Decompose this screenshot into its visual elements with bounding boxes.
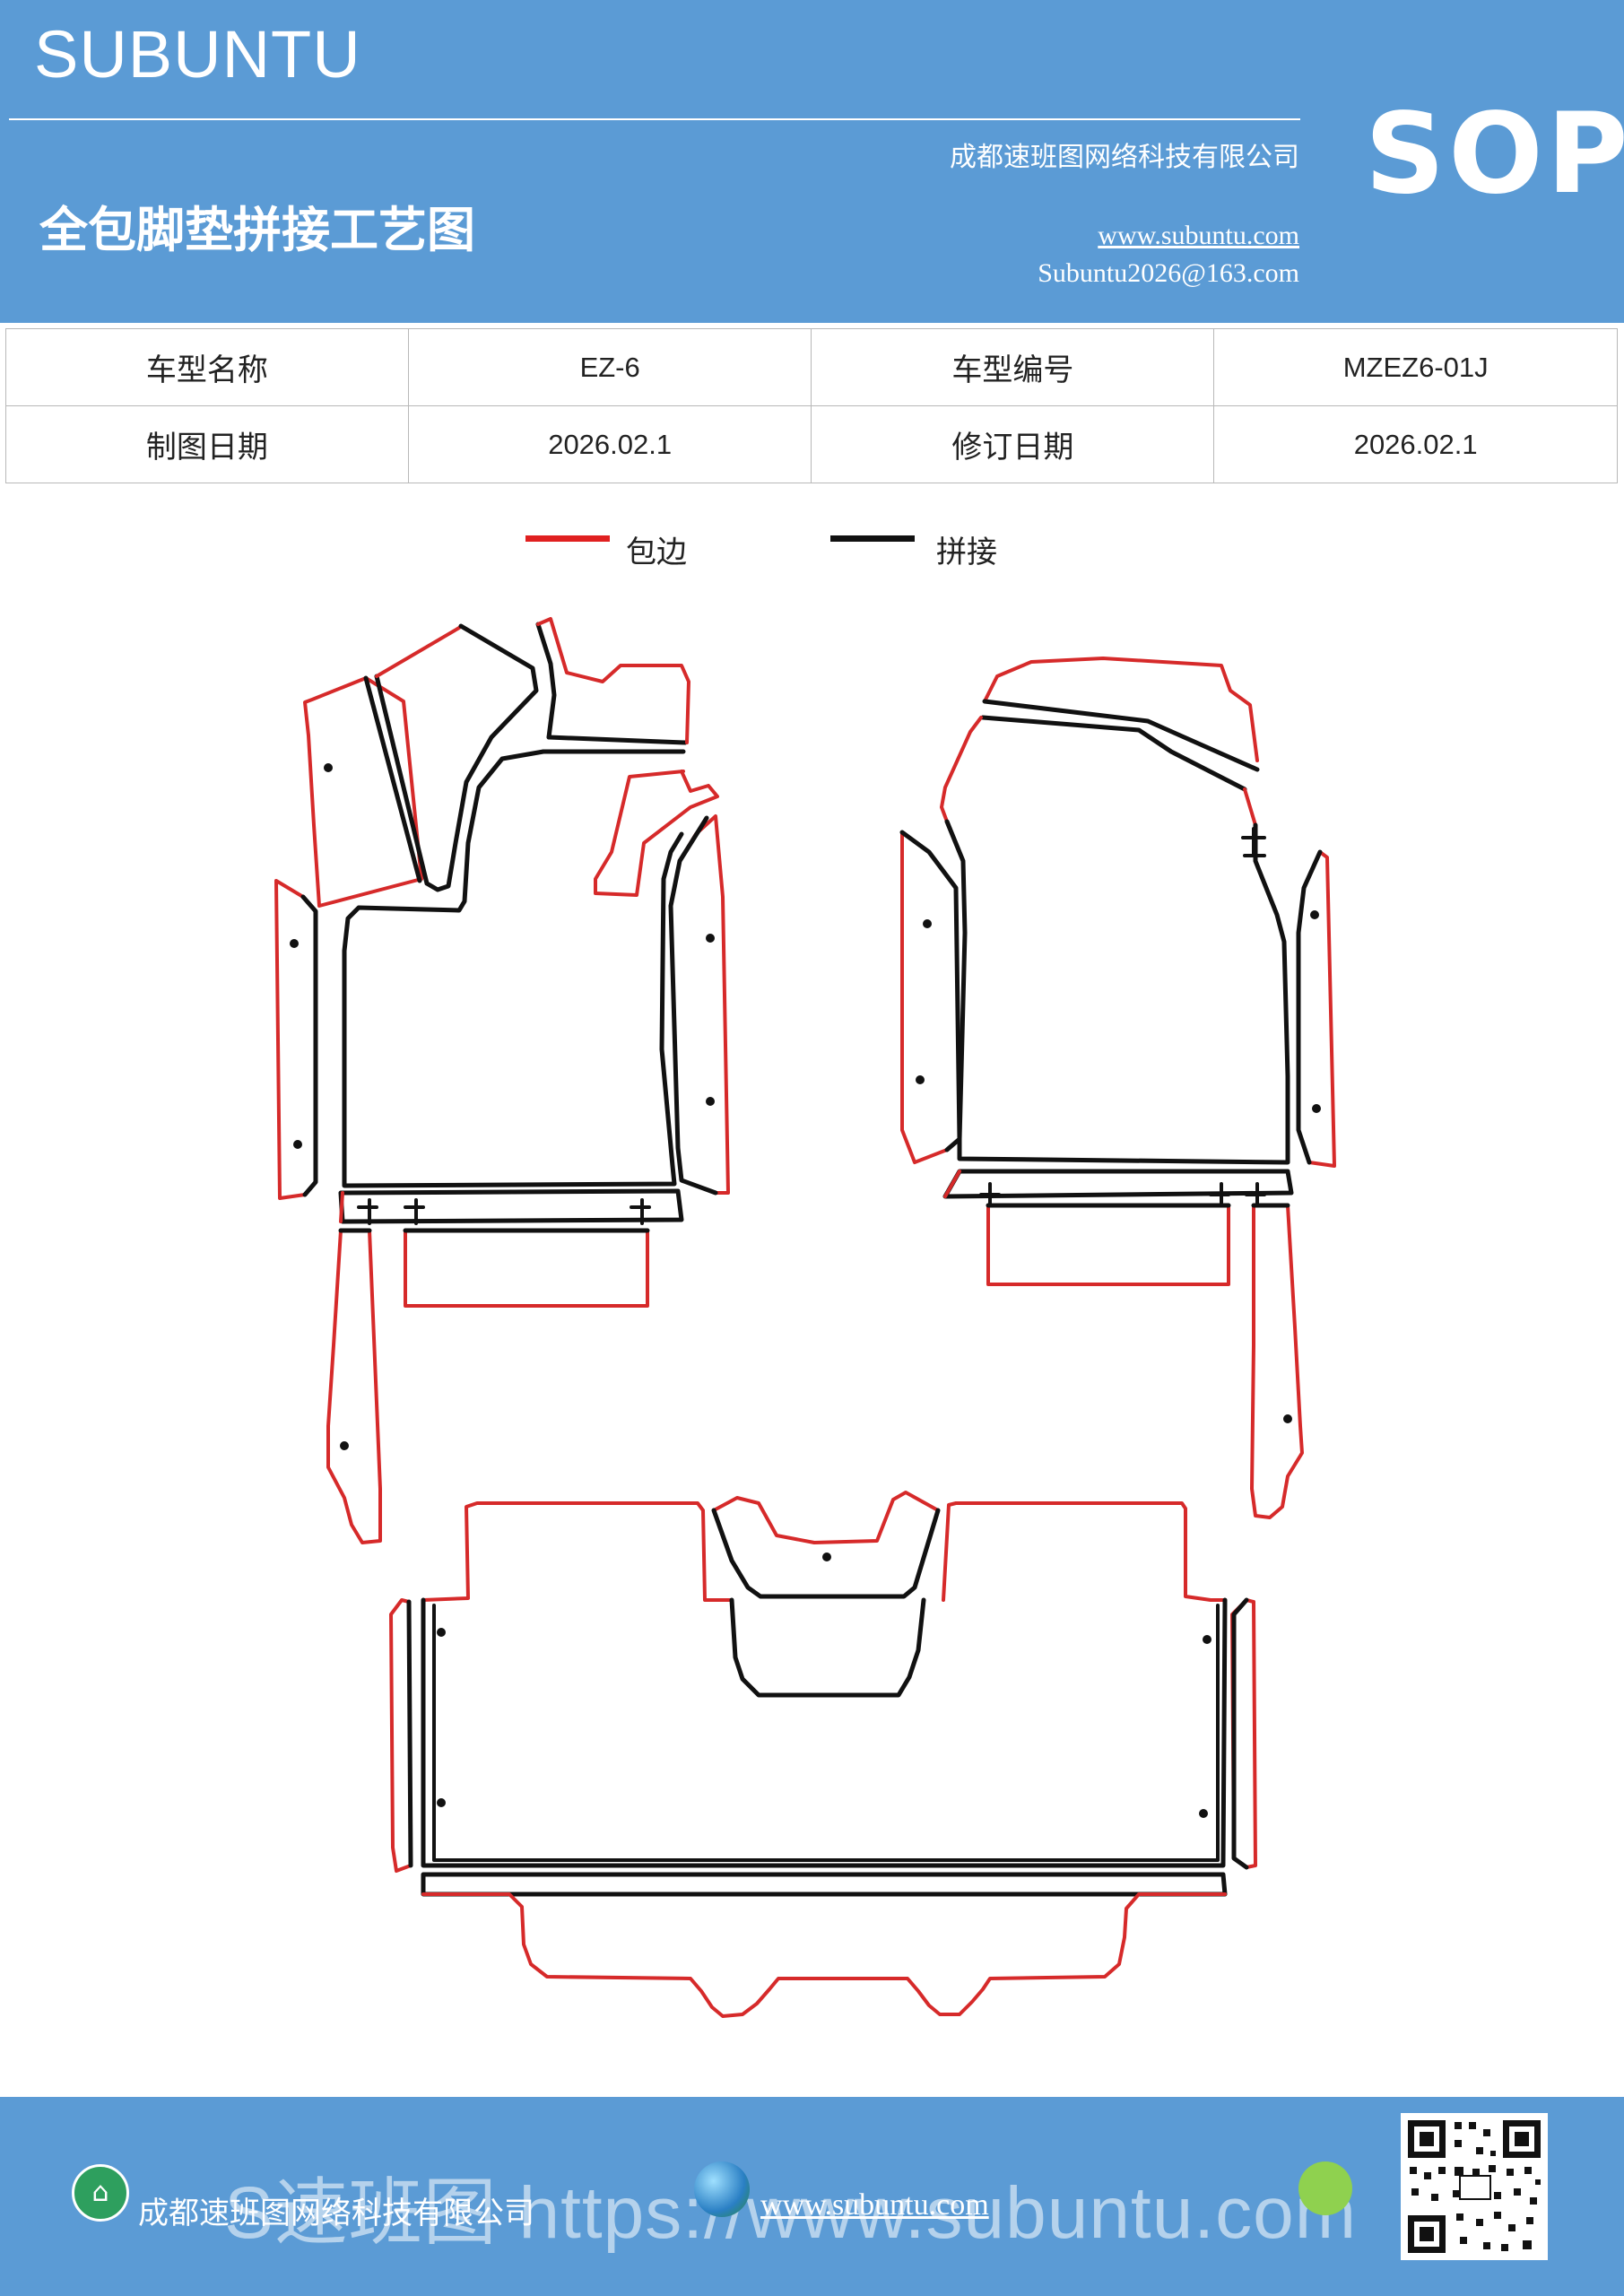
label-model-name: 车型名称 bbox=[5, 328, 409, 406]
edge-outline bbox=[1243, 787, 1257, 827]
footer-company-name: 成都速班图网络科技有限公司 bbox=[138, 2196, 534, 2231]
snap-dot bbox=[706, 1097, 715, 1106]
edge-outline bbox=[594, 770, 719, 897]
seam-line bbox=[729, 1597, 926, 1698]
snap-dot bbox=[822, 1552, 831, 1561]
seam-line bbox=[944, 819, 1290, 1165]
legend-seam-label: 拼接 bbox=[936, 535, 997, 570]
company-name: 成都速班图网络科技有限公司 bbox=[950, 142, 1299, 173]
value-draw-date: 2026.02.1 bbox=[407, 405, 812, 483]
seam-line bbox=[711, 1508, 941, 1599]
edge-outline bbox=[339, 1191, 344, 1223]
snap-dot bbox=[437, 1798, 446, 1807]
legend-edge-swatch bbox=[525, 535, 610, 542]
edge-outline bbox=[375, 624, 463, 678]
snap-dot bbox=[1283, 1414, 1292, 1423]
footer-watermark: S速班图 https://www.subuntu.com bbox=[224, 2172, 1358, 2254]
value-model-code: MZEZ6-01J bbox=[1213, 328, 1618, 406]
seam-line bbox=[546, 735, 688, 745]
edge-outline bbox=[274, 879, 317, 1200]
seam-line bbox=[979, 1182, 1266, 1207]
seam-line bbox=[342, 749, 684, 1188]
sop-badge: SOP bbox=[1365, 90, 1624, 219]
seam-line bbox=[406, 1599, 413, 1868]
seam-line bbox=[421, 1597, 1228, 1868]
snap-dot bbox=[916, 1075, 925, 1084]
legend-seam-swatch bbox=[830, 535, 915, 542]
email-address[interactable]: Subuntu2026@163.com bbox=[1038, 258, 1299, 288]
header-divider bbox=[9, 118, 1300, 120]
value-model-name: EZ-6 bbox=[407, 328, 812, 406]
snap-dot bbox=[437, 1628, 446, 1637]
rear-mat bbox=[389, 1491, 1257, 2018]
snap-dot bbox=[923, 919, 932, 928]
legend-edge-label: 包边 bbox=[626, 535, 687, 570]
front-left-mat bbox=[274, 617, 730, 1544]
seam-line bbox=[982, 699, 1260, 772]
document-title: 全包脚垫拼接工艺图 bbox=[39, 201, 475, 258]
qr-code[interactable] bbox=[1401, 2113, 1548, 2260]
snap-dot bbox=[293, 1140, 302, 1149]
table-row: 制图日期 2026.02.1 修订日期 2026.02.1 bbox=[5, 405, 1618, 483]
edge-outline bbox=[326, 1229, 382, 1544]
edge-outline bbox=[940, 716, 983, 823]
edge-outline bbox=[421, 1501, 734, 1602]
globe-icon bbox=[694, 2161, 750, 2217]
edge-outline bbox=[983, 657, 1259, 762]
seam-line bbox=[980, 715, 1247, 792]
snap-dot bbox=[1203, 1635, 1211, 1644]
edge-outline bbox=[536, 617, 690, 744]
seam-line bbox=[1296, 849, 1323, 1165]
header-banner: SUBUNTU 全包脚垫拼接工艺图 成都速班图网络科技有限公司 www.subu… bbox=[0, 0, 1624, 323]
edge-outline bbox=[712, 1491, 940, 1544]
edge-outline bbox=[942, 1501, 1225, 1602]
label-revision-date: 修订日期 bbox=[811, 405, 1215, 483]
seam-line bbox=[899, 830, 962, 1152]
snap-dot bbox=[1199, 1809, 1208, 1818]
seam-line bbox=[300, 894, 318, 1197]
seam-line bbox=[374, 674, 430, 886]
flower-icon bbox=[1298, 2161, 1352, 2215]
edge-outline bbox=[943, 1170, 961, 1198]
edge-outline bbox=[421, 1892, 1227, 2018]
seam-line bbox=[357, 1198, 651, 1225]
table-row: 车型名称 EZ-6 车型编号 MZEZ6-01J bbox=[5, 328, 1618, 406]
label-draw-date: 制图日期 bbox=[5, 405, 409, 483]
seam-line bbox=[668, 815, 718, 1196]
label-model-code: 车型编号 bbox=[811, 328, 1215, 406]
seam-line bbox=[363, 675, 422, 883]
seam-line bbox=[424, 623, 539, 892]
qr-code-pattern bbox=[1408, 2120, 1541, 2253]
website-link[interactable]: www.subuntu.com bbox=[1098, 221, 1299, 250]
snap-dot bbox=[324, 763, 333, 772]
seam-line bbox=[432, 1604, 1220, 1862]
snap-dot bbox=[706, 934, 715, 943]
footer-banner: S速班图 https://www.subuntu.com ⌂ 成都速班图网络科技… bbox=[0, 2097, 1624, 2296]
edge-outline bbox=[404, 1229, 649, 1308]
value-revision-date: 2026.02.1 bbox=[1213, 405, 1618, 483]
seam-line bbox=[1231, 1597, 1249, 1870]
snap-dot bbox=[290, 939, 299, 948]
seam-line bbox=[421, 1872, 1228, 1897]
seam-line bbox=[1241, 827, 1266, 857]
seam-line bbox=[942, 1169, 1294, 1199]
snap-dot bbox=[1312, 1104, 1321, 1113]
vehicle-info-table: 车型名称 EZ-6 车型编号 MZEZ6-01J 制图日期 2026.02.1 … bbox=[5, 328, 1618, 483]
brand-name: SUBUNTU bbox=[34, 17, 361, 91]
front-right-mat bbox=[899, 657, 1336, 1519]
seam-line bbox=[535, 622, 557, 740]
edge-outline bbox=[1250, 1204, 1304, 1519]
building-icon: ⌂ bbox=[72, 2164, 129, 2222]
edge-outline bbox=[986, 1204, 1230, 1286]
snap-dot bbox=[1310, 910, 1319, 919]
snap-dot bbox=[340, 1441, 349, 1450]
footer-website-link[interactable]: www.subuntu.com bbox=[760, 2188, 989, 2222]
